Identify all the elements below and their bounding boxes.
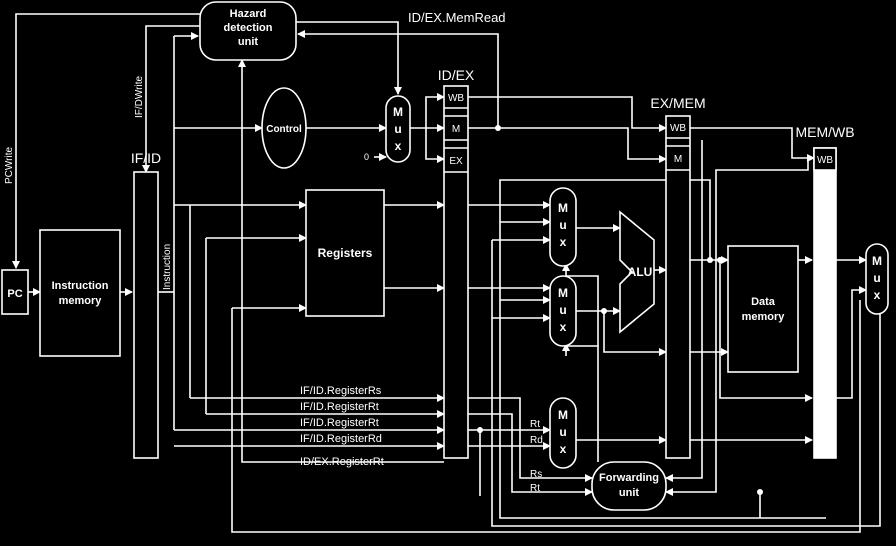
control-mux-u: u: [394, 122, 401, 136]
pc-register: [1, 269, 29, 315]
wb-mux-m: M: [872, 254, 882, 268]
forwarding-label-1: Forwarding: [599, 472, 659, 484]
rt1-label: IF/ID.RegisterRt: [300, 401, 379, 413]
alu-mux-b-x: x: [560, 320, 567, 334]
registers-label: Registers: [318, 246, 373, 260]
pc-label: PC: [7, 288, 22, 300]
instruction-memory: [39, 229, 121, 357]
forwarding-label-2: unit: [619, 487, 639, 499]
alu: [619, 210, 655, 334]
fwd-rs-label: Rs: [530, 469, 542, 480]
hazard-detection-unit: [199, 1, 297, 61]
mux-rd-label: Rd: [530, 435, 543, 446]
memread-label: ID/EX.MemRead: [408, 10, 506, 25]
regdst-mux: [549, 397, 577, 469]
data-memory-label-2: memory: [742, 311, 786, 323]
forwarding-unit: [591, 461, 667, 511]
zero-input-label: 0: [364, 152, 369, 162]
alu-mux-b: [549, 275, 577, 347]
wb-mux-x: x: [874, 288, 881, 302]
rd-label: IF/ID.RegisterRd: [300, 433, 382, 445]
if-id-register: [133, 171, 159, 459]
fwd-rt-label: Rt: [530, 483, 540, 494]
mem-wb-register: [813, 147, 837, 459]
wires: [12, 13, 881, 533]
id-ex-wb: WB: [448, 93, 464, 104]
rt2-label: IF/ID.RegisterRt: [300, 417, 379, 429]
hazard-label-1: Hazard: [230, 8, 267, 20]
ex-mem-register: [665, 115, 691, 459]
mem-wb-wb: WB: [817, 155, 833, 166]
data-memory: [727, 245, 799, 373]
wb-mux: [865, 243, 889, 315]
regdst-mux-u: u: [559, 425, 566, 439]
if-id-label: IF/ID: [131, 150, 161, 166]
control-mux-x: x: [395, 139, 402, 153]
wb-mux-u: u: [873, 271, 880, 285]
alu-mux-a: [549, 187, 577, 267]
id-ex-ex: EX: [449, 156, 463, 167]
instruction-memory-label-2: memory: [59, 295, 103, 307]
alu-mux-b-m: M: [558, 286, 568, 300]
id-ex-rt-label: ID/EX.RegisterRt: [300, 456, 384, 468]
alu-mux-a-u: u: [559, 218, 566, 232]
ex-mem-m: M: [674, 154, 682, 165]
alu-mux-a-x: x: [560, 235, 567, 249]
alu-mux-b-u: u: [559, 303, 566, 317]
ifdwrite-label: IF/DWrite: [134, 76, 145, 118]
instruction-label: Instruction: [162, 244, 173, 290]
register-file: [305, 189, 385, 317]
hazard-label-3: unit: [238, 36, 258, 48]
mux-rt-label: Rt: [530, 419, 540, 430]
control-mux-m: M: [393, 105, 403, 119]
regdst-mux-m: M: [558, 408, 568, 422]
id-ex-register: [443, 85, 469, 459]
rs-label: IF/ID.RegisterRs: [300, 385, 382, 397]
mem-wb-label: MEM/WB: [795, 124, 854, 140]
ex-mem-wb: WB: [670, 123, 686, 134]
control-label: Control: [266, 124, 302, 135]
control-unit: [261, 87, 307, 169]
id-ex-label: ID/EX: [438, 67, 475, 83]
instruction-memory-label-1: Instruction: [52, 280, 109, 292]
alu-mux-a-m: M: [558, 201, 568, 215]
pcwrite-label: PCWrite: [4, 147, 15, 184]
regdst-mux-x: x: [560, 442, 567, 456]
data-memory-label-1: Data: [751, 296, 776, 308]
alu-label: ALU: [628, 265, 653, 279]
id-ex-m: M: [452, 124, 460, 135]
ex-mem-label: EX/MEM: [650, 95, 705, 111]
control-mux: [385, 95, 411, 163]
hazard-label-2: detection: [224, 22, 273, 34]
